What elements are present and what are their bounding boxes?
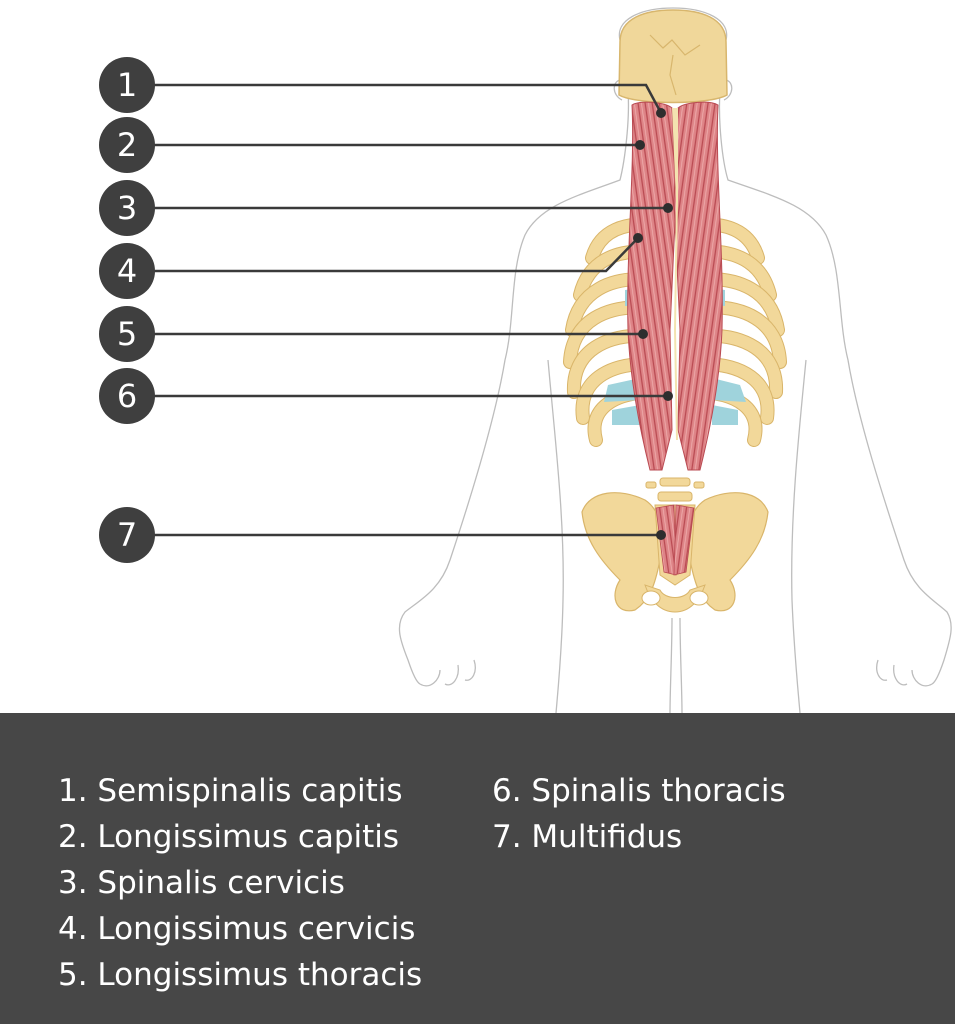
- anatomy-diagram: 1 2 3 4 5 6 7: [99, 7, 952, 714]
- marker-5: 5: [99, 306, 155, 362]
- leader-line-1: [127, 83, 663, 114]
- marker-2: 2: [99, 117, 155, 173]
- marker-3: 3: [99, 180, 155, 236]
- marker-number: 6: [117, 377, 137, 415]
- legend-item-1: 1. Semispinalis capitis: [58, 773, 403, 809]
- marker-number: 7: [117, 516, 137, 554]
- legend-panel: 1. Semispinalis capitis 2. Longissimus c…: [0, 713, 955, 1024]
- leader-endpoints: [633, 108, 673, 540]
- marker-6: 6: [99, 368, 155, 424]
- marker-1: 1: [99, 57, 155, 113]
- marker-7: 7: [99, 507, 155, 563]
- legend-column-2: 6. Spinalis thoracis 7. Multifidus: [492, 768, 786, 860]
- marker-number: 5: [117, 315, 137, 353]
- pelvis: [581, 492, 769, 613]
- erector-spinae-muscles: [627, 101, 723, 471]
- legend-item-5: 5. Longissimus thoracis: [58, 957, 423, 993]
- legend-item-4: 4. Longissimus cervicis: [58, 911, 416, 947]
- marker-4: 4: [99, 243, 155, 299]
- leader-line-4: [127, 237, 639, 273]
- legend-item-6: 6. Spinalis thoracis: [492, 773, 786, 809]
- marker-number: 1: [117, 66, 137, 104]
- legend-column-1: 1. Semispinalis capitis 2. Longissimus c…: [58, 768, 422, 998]
- leader-lines: [127, 83, 668, 537]
- legend-item-7: 7. Multifidus: [492, 819, 683, 855]
- marker-number: 3: [117, 189, 137, 227]
- legend-item-2: 2. Longissimus capitis: [58, 819, 400, 855]
- skull: [618, 9, 728, 104]
- lumbar-vertebrae: [645, 477, 705, 502]
- body-outline: [398, 7, 952, 714]
- marker-number: 4: [117, 252, 137, 290]
- legend-item-3: 3. Spinalis cervicis: [58, 865, 345, 901]
- marker-number: 2: [117, 126, 137, 164]
- back-muscles-illustration: 1 2 3 4 5 6 7: [99, 7, 952, 714]
